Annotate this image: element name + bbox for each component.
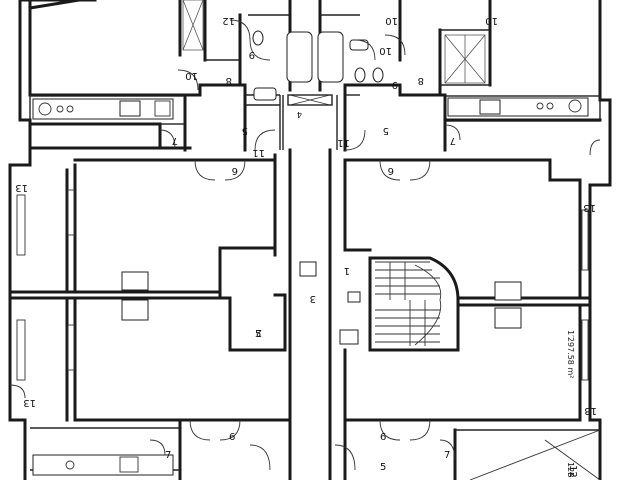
label-12-top: 12 bbox=[222, 15, 235, 26]
bathtub-left bbox=[286, 31, 313, 83]
label-7-right-top: 7 bbox=[450, 135, 456, 146]
label-11-left: 11 bbox=[252, 147, 265, 158]
toilet-top-right bbox=[354, 67, 366, 83]
label-11-right: 11 bbox=[337, 137, 350, 148]
window-right-2 bbox=[581, 319, 589, 381]
label-7-right-bottom: 7 bbox=[444, 450, 450, 461]
label-9-left: 9 bbox=[249, 49, 255, 60]
label-5-mid: 5 bbox=[255, 329, 261, 340]
washbasin-top-left bbox=[253, 87, 277, 101]
label-10-right-top: 10 bbox=[385, 15, 398, 26]
label-13-left-bottom: 13 bbox=[23, 397, 36, 408]
bidet-top-right bbox=[372, 67, 384, 83]
wardrobe-top-left bbox=[182, 0, 204, 51]
closet-left bbox=[16, 194, 26, 256]
shaft-right-top bbox=[494, 281, 522, 301]
shaft-core-2 bbox=[339, 329, 359, 345]
toilet-top-left bbox=[252, 30, 264, 46]
kitchen-top-left bbox=[32, 98, 174, 120]
label-9-right: 9 bbox=[392, 79, 398, 90]
label-6-top-right: 6 bbox=[388, 165, 394, 176]
upper-right-wing bbox=[318, 0, 602, 300]
label-10-left: 10 bbox=[185, 70, 198, 81]
label-5-left: 5 bbox=[242, 125, 248, 136]
window-left-2 bbox=[67, 324, 75, 371]
wardrobe-top-right bbox=[444, 34, 486, 84]
label-13-left-top: 13 bbox=[15, 182, 28, 193]
shaft-core-3 bbox=[347, 291, 361, 303]
label-6-bottom-left: 6 bbox=[229, 432, 235, 443]
label-13-right-top: 13 bbox=[583, 202, 596, 213]
label-1: 1 bbox=[344, 265, 350, 276]
shaft-core-1 bbox=[299, 261, 317, 277]
closet-left-2 bbox=[16, 319, 26, 381]
label-5-right: 5 bbox=[383, 125, 389, 136]
label-6-top-left: 6 bbox=[232, 165, 238, 176]
label-12-bottom: 12 bbox=[567, 465, 578, 478]
doors bbox=[9, 19, 601, 471]
window-left-1 bbox=[67, 189, 75, 236]
label-4: 4 bbox=[297, 110, 302, 119]
shaft-right-bottom bbox=[494, 307, 522, 329]
room-labels: 13 13 13 13 12 12 10 10 10 10 8 8 6 6 6 … bbox=[15, 15, 597, 478]
label-10-right-mid: 10 bbox=[485, 15, 498, 26]
shaft-left-top bbox=[121, 271, 149, 291]
label-10-top-left: 10 bbox=[379, 45, 392, 56]
label-8-right: 8 bbox=[418, 75, 424, 86]
label-7-left-bottom: 7 bbox=[165, 450, 171, 461]
label-13-right-bottom: 13 bbox=[584, 405, 597, 416]
fixtures bbox=[16, 0, 589, 476]
label-8-left: 8 bbox=[226, 75, 232, 86]
central-core bbox=[218, 94, 460, 480]
area-annotation: 1′297.58 m² bbox=[566, 330, 575, 378]
bathtub-right bbox=[317, 31, 344, 83]
corner-mark: 12B bbox=[566, 462, 575, 478]
label-2: 2 bbox=[256, 327, 262, 338]
window-right-1 bbox=[581, 209, 589, 271]
label-3: 3 bbox=[310, 293, 316, 304]
shaft-left-bottom bbox=[121, 299, 149, 321]
upper-left-wing bbox=[28, 0, 292, 300]
kitchen-top-right bbox=[447, 97, 589, 117]
label-5-bottom: 5 bbox=[380, 462, 386, 473]
lower-wings bbox=[30, 296, 601, 480]
label-6-bottom-right: 6 bbox=[380, 432, 386, 443]
label-7-left-top: 7 bbox=[172, 135, 178, 146]
kitchen-bottom-left bbox=[32, 454, 174, 476]
